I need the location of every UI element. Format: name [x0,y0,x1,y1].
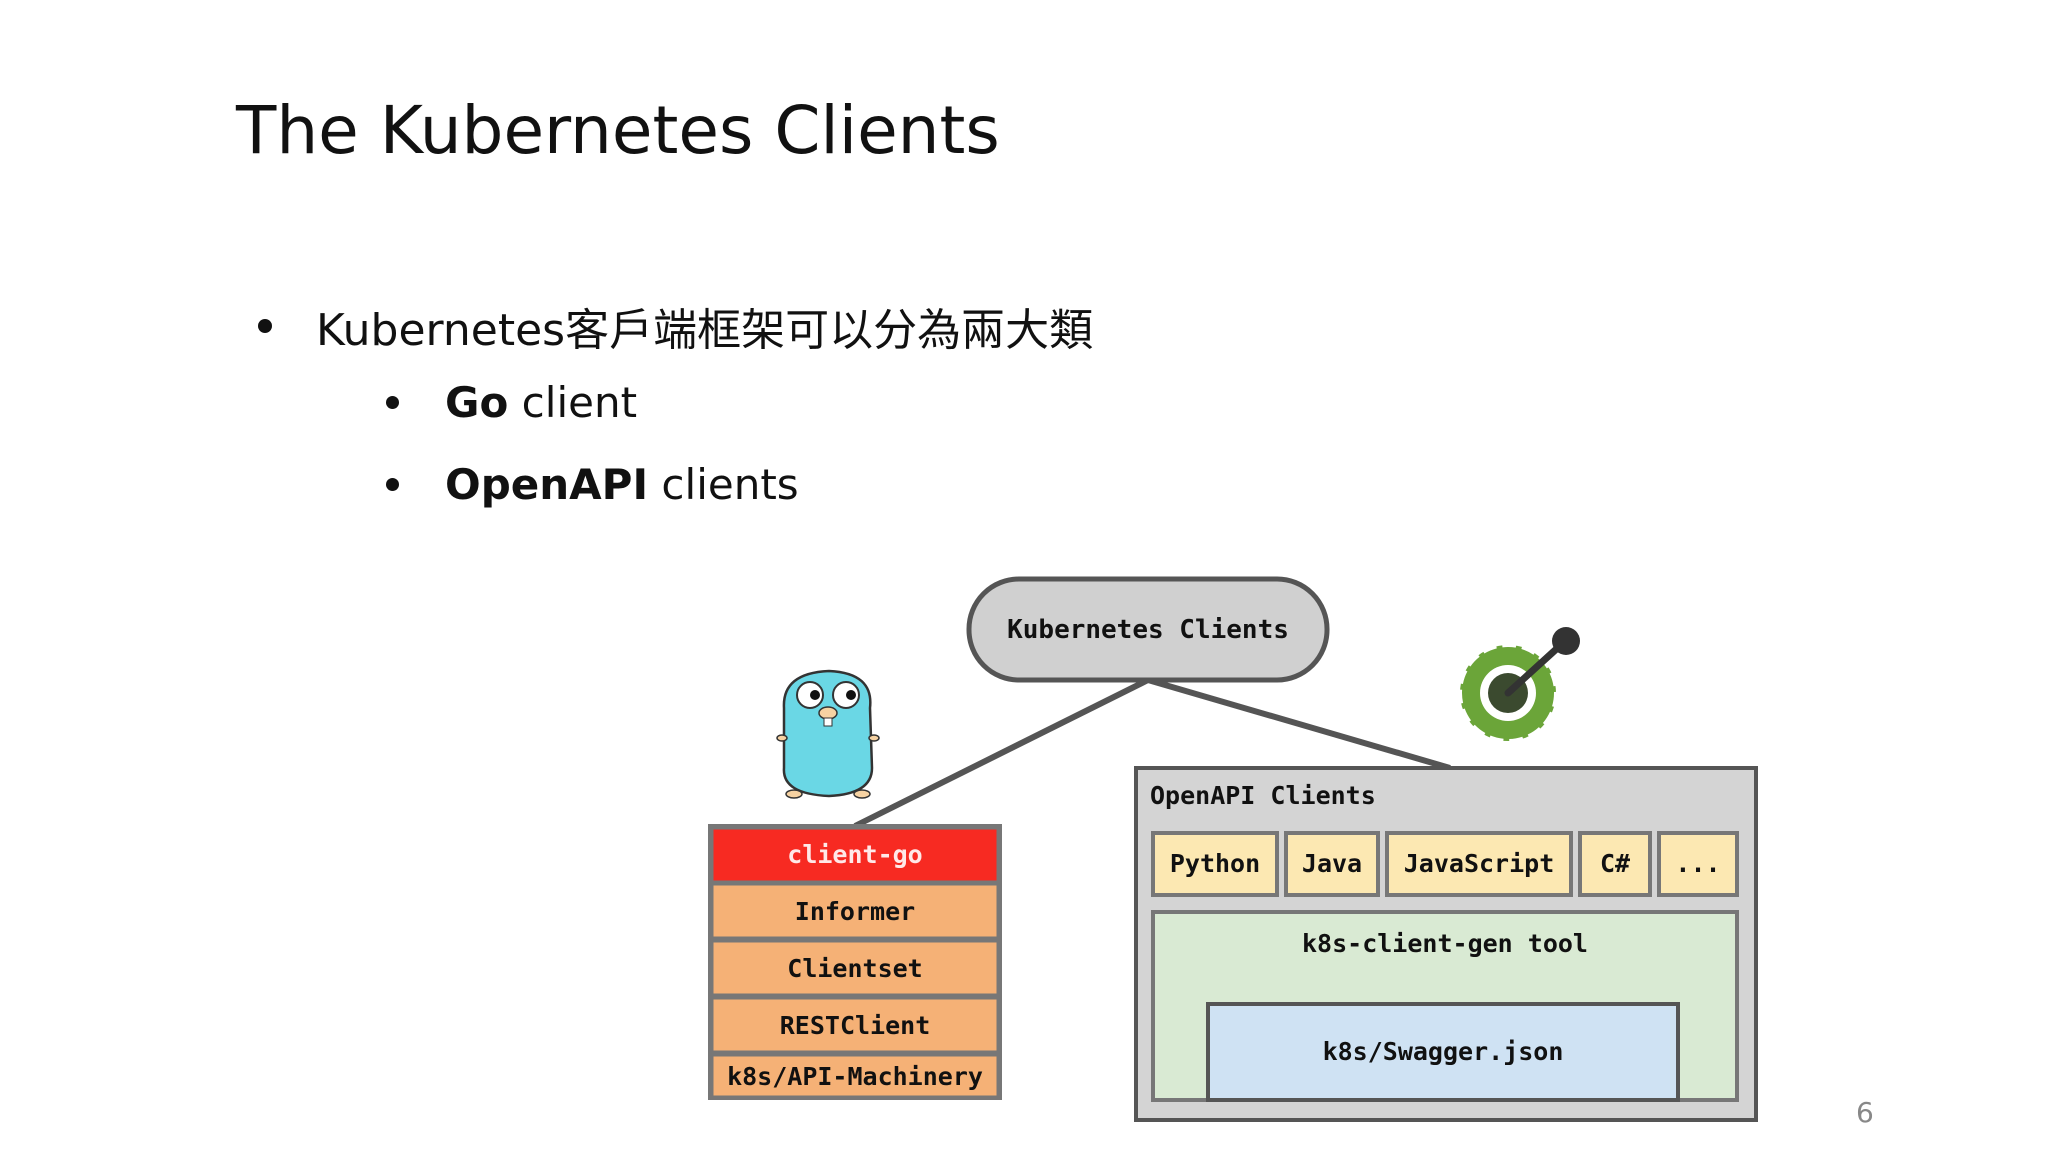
language-more-label: ... [1675,849,1720,878]
root-node: Kubernetes Clients [966,576,1330,683]
go-layer-apimachinery-label: k8s/API-Machinery [727,1062,983,1091]
go-layer-clientset-label: Clientset [787,954,922,983]
language-java-label: Java [1302,849,1362,878]
openapi-title: OpenAPI Clients [1150,781,1376,810]
go-layer-restclient-label: RESTClient [780,1011,931,1040]
root-pill [966,576,1330,683]
client-go-header-label: client-go [787,840,922,869]
go-layer-restclient [710,996,1000,1054]
language-python [1151,831,1279,897]
language-python-label: Python [1170,849,1260,878]
go-layer-clientset [710,939,1000,997]
language-csharp-label: C# [1600,849,1630,878]
language-javascript-label: JavaScript [1404,849,1555,878]
language-more [1657,831,1739,897]
spec-label: k8s/Swagger.json [1323,1037,1564,1066]
client-go-header [710,826,1000,884]
client-go-stack: client-go Informer Clientset RESTClient … [708,824,1002,1100]
connector-line-openapi [1147,677,1451,771]
spec-box [1206,1002,1680,1102]
slide-title: The Kubernetes Clients [236,92,1000,169]
openapi-logo-icon [1458,627,1580,743]
go-layer-informer [710,882,1000,940]
go-layer-informer-label: Informer [795,897,915,926]
generator-label: k8s-client-gen tool [1302,929,1588,958]
language-java [1284,831,1380,897]
go-layer-apimachinery [710,1053,1000,1099]
root-label: Kubernetes Clients [1007,615,1289,645]
language-javascript [1385,831,1573,897]
language-csharp [1578,831,1652,897]
page-number: 6 [1856,1096,1874,1129]
openapi-clients-box: OpenAPI Clients Python Java JavaScript C… [1134,766,1758,1122]
connector-line-go [853,677,1150,829]
go-gopher-icon [776,669,880,799]
